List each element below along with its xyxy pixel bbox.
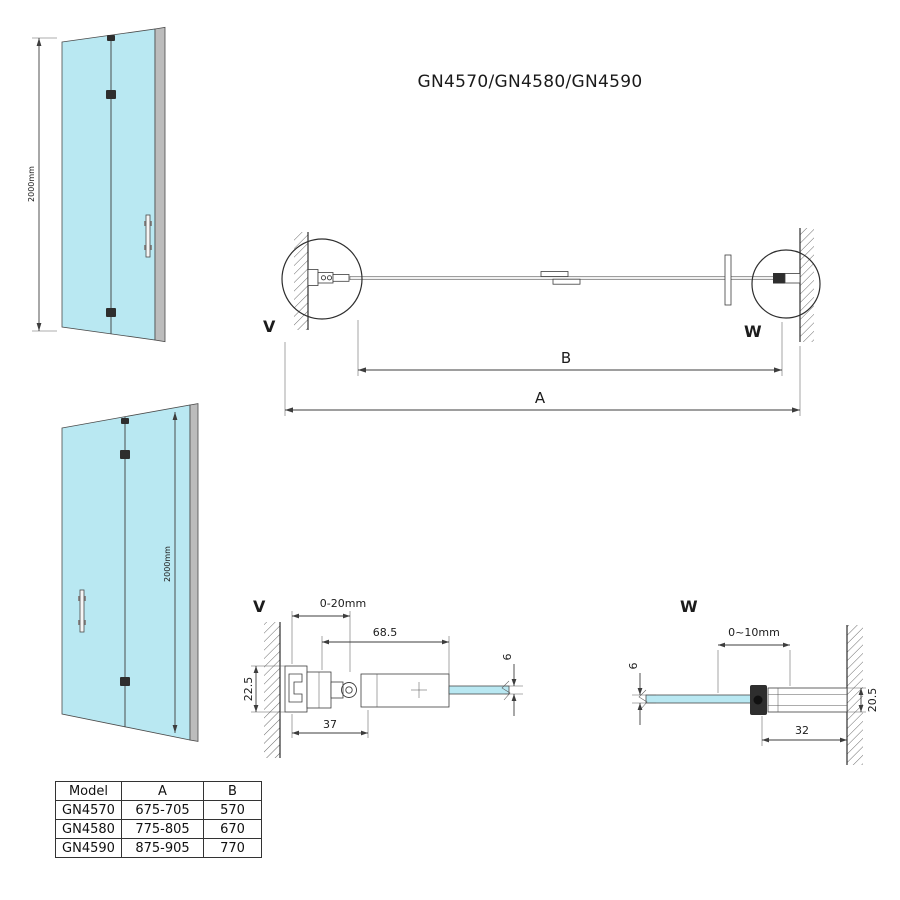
dim-a-label: A <box>535 389 546 407</box>
fold-connector <box>540 271 581 285</box>
table-row: GN4590 875-905 770 <box>55 838 262 858</box>
dim-wall-adjust: 0-20mm <box>291 597 366 672</box>
table-cell: 770 <box>203 838 262 858</box>
table-header-cell: Model <box>55 781 122 801</box>
folding-door-inside <box>61 403 199 742</box>
dim-b-label: B <box>561 349 571 367</box>
dim-glass-thickness-label: 6 <box>627 663 640 670</box>
wall-profile-strip <box>189 403 199 742</box>
top-pivot <box>107 35 115 41</box>
table-row: GN4580 775-805 670 <box>55 819 262 839</box>
table-cell: 670 <box>203 819 262 839</box>
glass-section <box>645 694 753 704</box>
wall-bracket-assembly <box>773 273 801 284</box>
table-cell: 775-805 <box>121 819 204 839</box>
top-pivot <box>121 418 129 424</box>
door-profile-section <box>306 671 450 709</box>
front-height-dim-label: 2000mm <box>27 166 36 202</box>
table-cell: 875-905 <box>121 838 204 858</box>
dim-wall-adjust: 0~10mm <box>717 626 791 693</box>
door-inside-view-drawing: 2000mm <box>61 403 199 742</box>
door-handle <box>144 214 152 258</box>
glass-clamp <box>750 685 767 715</box>
table-cell: GN4570 <box>55 800 122 820</box>
dim-wall-adjust-label: 0-20mm <box>320 597 366 610</box>
dim-wall-adjust-label: 0~10mm <box>728 626 780 639</box>
wall-bracket-profile <box>767 687 848 713</box>
dimension-a: A <box>284 342 801 416</box>
lower-hinge <box>120 677 130 686</box>
detail-w-drawing: W 0~10mm <box>627 597 879 765</box>
upper-hinge <box>106 90 116 99</box>
front-height-dimension: 2000mm <box>27 37 57 332</box>
dim-profile-width: 68.5 <box>321 626 450 683</box>
detail-v-callout: V <box>263 317 276 336</box>
dim-bottom-width: 37 <box>291 710 369 738</box>
detail-v-drawing: V 0-20mm <box>242 597 523 758</box>
plan-view-drawing: V W B A <box>263 228 821 416</box>
dim-profile-depth-label: 20.5 <box>866 688 879 713</box>
dim-bottom-width: 32 <box>761 716 847 746</box>
detail-v-circle <box>281 238 363 320</box>
table-cell: GN4580 <box>55 819 122 839</box>
table-row: GN4570 675-705 570 <box>55 800 262 820</box>
right-wall <box>799 228 814 342</box>
inside-height-dimension: 2000mm <box>163 412 178 733</box>
glass-panels <box>61 28 156 341</box>
glass-break-symbol <box>501 680 511 701</box>
folding-door-front <box>61 26 166 343</box>
dim-profile-depth: 20.5 <box>847 687 879 713</box>
dim-bottom-width-label: 32 <box>795 724 809 737</box>
wall-profile-strip <box>154 26 166 343</box>
wall-hinge-assembly <box>307 269 350 286</box>
dim-glass-thickness-label: 6 <box>501 654 514 661</box>
table-cell: GN4590 <box>55 838 122 858</box>
dim-profile-depth: 22.5 <box>242 665 285 713</box>
table-cell: 570 <box>203 800 262 820</box>
inside-height-dim-label: 2000mm <box>163 546 172 582</box>
dimension-b: B <box>357 320 783 376</box>
table-header-cell: A <box>121 781 204 801</box>
glass-section <box>448 685 510 695</box>
page-title: GN4570/GN4580/GN4590 <box>417 72 643 92</box>
detail-w-circle <box>751 249 821 319</box>
model-dimension-table: Model A B GN4570 675-705 570 GN4580 775-… <box>55 781 262 858</box>
lower-hinge <box>106 308 116 317</box>
handle-plan <box>724 254 732 306</box>
detail-w-title: W <box>680 597 698 616</box>
glass-break-symbol <box>638 689 648 710</box>
dim-bottom-width-label: 37 <box>323 718 337 731</box>
wall-section <box>264 622 281 758</box>
upper-hinge <box>120 450 130 459</box>
dim-glass-thickness: 6 <box>627 663 656 725</box>
dim-profile-depth-label: 22.5 <box>242 677 255 702</box>
dim-profile-width-label: 68.5 <box>373 626 398 639</box>
wall-profile-section <box>284 665 308 713</box>
detail-w-callout: W <box>744 322 762 341</box>
door-front-view-drawing: 2000mm <box>27 26 166 343</box>
table-cell: 675-705 <box>121 800 204 820</box>
table-header-cell: B <box>203 781 262 801</box>
door-handle <box>78 589 86 633</box>
detail-v-title: V <box>253 597 266 616</box>
table-header-row: Model A B <box>55 781 262 801</box>
dim-glass-thickness: 6 <box>501 654 523 716</box>
